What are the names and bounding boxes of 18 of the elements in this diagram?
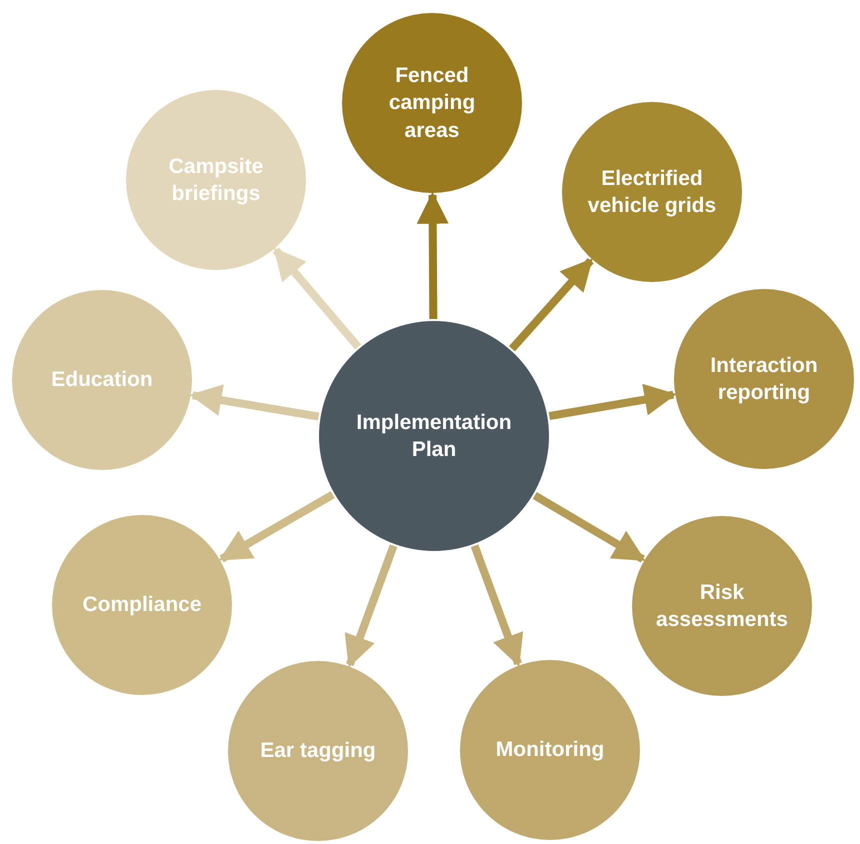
circle-label: Education [51, 367, 153, 394]
circle-label: Monitoring [496, 737, 604, 764]
circle-label: Campsite briefings [168, 154, 264, 207]
arrow [508, 258, 594, 352]
circle-label: Ear tagging [260, 738, 376, 764]
arrow [190, 384, 320, 420]
circle-label: Fenced camping areas [388, 63, 476, 144]
circle-label: Risk assessments [655, 580, 789, 633]
arrow [548, 384, 676, 420]
circle-label: Electrified vehicle grids [586, 166, 718, 219]
arrow [272, 247, 362, 350]
circle-label: Implementation Plan [355, 410, 513, 463]
circle-label: Compliance [82, 592, 202, 618]
arrow [344, 544, 398, 668]
circle-label: Interaction reporting [709, 352, 819, 406]
arrow [532, 492, 646, 563]
arrow [218, 491, 335, 562]
arrow [416, 192, 449, 320]
